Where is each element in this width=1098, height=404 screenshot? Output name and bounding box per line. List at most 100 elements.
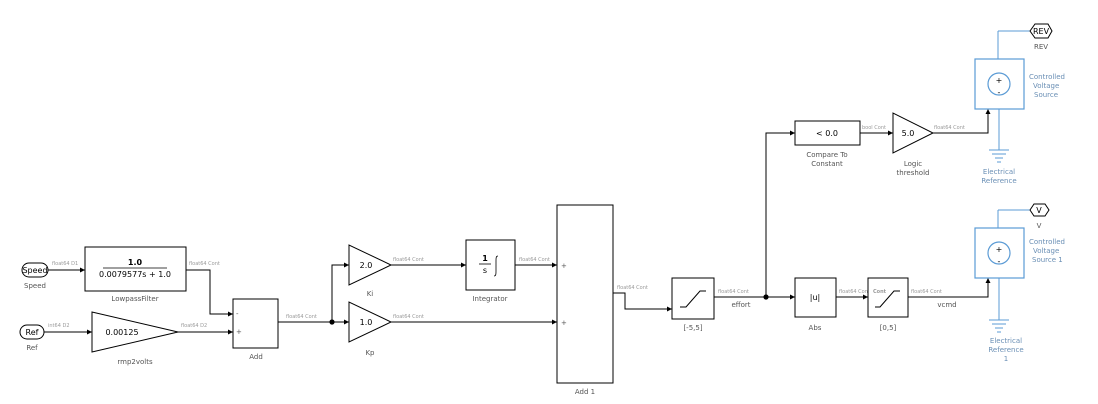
block-gain-rmp2volts[interactable]: 0.00125 rmp2volts	[91, 311, 179, 366]
outport-rev-text: REV	[1033, 27, 1050, 36]
integrator-denominator: s	[483, 266, 487, 275]
junction-dot-add	[329, 319, 335, 325]
ground-1-icon	[989, 149, 1009, 163]
outport-v[interactable]: V V	[1029, 203, 1050, 230]
signal-name-vcmd: vcmd	[937, 301, 956, 309]
wire-add1-sat1[interactable]	[613, 292, 672, 310]
block-electrical-reference-1[interactable]: Electrical Reference 1	[988, 319, 1024, 363]
abs-value: |u|	[810, 293, 820, 302]
junction-dot-effort	[763, 294, 769, 300]
cvs2-wire-top	[997, 209, 1030, 228]
lowpass-denominator: 0.0079577s + 1.0	[99, 270, 171, 279]
saturation-1-label: [-5,5]	[683, 324, 702, 332]
block-logic-threshold[interactable]: 5.0 Logic threshold	[892, 112, 935, 177]
integrator-numerator: 1	[482, 254, 488, 263]
block-integrator[interactable]: 1 s Integrator	[465, 239, 516, 303]
block-controlled-voltage-source-1[interactable]: + - Controlled Voltage Source 1	[974, 209, 1065, 320]
signal-label-speed: float64 D1	[52, 261, 78, 267]
signal-label-lowpass: float64 Cont	[189, 261, 220, 267]
gain-rmp2volts-label: rmp2volts	[117, 358, 153, 366]
signal-label-ref: int64 D2	[48, 323, 70, 329]
signal-label-compare: bool Cont	[862, 125, 886, 131]
signal-label-integrator: float64 Cont	[519, 257, 550, 263]
wire-sat2-cvs2[interactable]	[908, 278, 989, 298]
outport-rev[interactable]: REV REV	[1029, 23, 1053, 51]
cvs1-label-line1: Controlled	[1029, 73, 1065, 81]
wire-lowpass-add[interactable]	[186, 269, 233, 315]
inport-ref-label: Ref	[26, 344, 38, 352]
block-lowpass-filter[interactable]: 1.0 0.0079577s + 1.0 LowpassFilter	[84, 246, 187, 303]
block-gain-kp[interactable]: 1.0 Kp	[348, 301, 393, 357]
cvs2-minus: -	[998, 257, 1001, 266]
saturation-2-tag: Cont	[873, 289, 887, 295]
block-controlled-voltage-source[interactable]: + - Controlled Voltage Source	[974, 30, 1065, 150]
add1-label: Add 1	[575, 388, 595, 396]
signal-name-effort: effort	[731, 301, 750, 309]
ground-2-label-line1: Electrical	[990, 337, 1022, 345]
inport-ref[interactable]: Ref Ref	[19, 324, 45, 352]
add-sign-plus: +	[236, 328, 242, 336]
signal-lines	[44, 109, 991, 335]
logic-label-line2: threshold	[897, 169, 930, 177]
block-add[interactable]: - + Add	[232, 298, 279, 361]
logic-label-line1: Logic	[904, 160, 922, 168]
outport-rev-label: REV	[1034, 43, 1048, 51]
wire-junction-ki[interactable]	[331, 264, 349, 322]
cvs1-label-line3: Source	[1034, 91, 1058, 99]
saturation-2-label: [0,5]	[880, 324, 897, 332]
ground-1-label-line2: Reference	[981, 177, 1016, 185]
signal-label-sat1: float64 Cont	[718, 289, 749, 295]
cvs2-plus: +	[996, 245, 1003, 254]
add-label: Add	[249, 353, 263, 361]
lowpass-numerator: 1.0	[128, 258, 143, 267]
compare-label-line1: Compare To	[806, 151, 847, 159]
signal-label-kp: float64 Cont	[393, 314, 424, 320]
outport-v-label: V	[1037, 222, 1042, 230]
cvs1-wire-top	[997, 30, 1030, 59]
inport-speed-text: Speed	[22, 266, 47, 275]
cvs1-minus: -	[998, 88, 1001, 97]
signal-label-sat2: float64 Cont	[911, 289, 942, 295]
inport-speed[interactable]: Speed Speed	[21, 262, 49, 290]
lowpass-label: LowpassFilter	[111, 295, 158, 303]
saturation-2-icon	[875, 290, 900, 308]
saturation-1-icon	[680, 290, 706, 308]
abs-label: Abs	[809, 324, 822, 332]
ground-2-icon	[989, 319, 1009, 333]
gain-ki-value: 2.0	[360, 261, 373, 270]
signal-label-add1: float64 Cont	[617, 285, 648, 291]
ground-1-label-line1: Electrical	[983, 168, 1015, 176]
block-gain-ki[interactable]: 2.0 Ki	[348, 244, 393, 298]
cvs1-label-line2: Voltage	[1033, 82, 1059, 90]
logic-value: 5.0	[902, 129, 915, 138]
compare-value: < 0.0	[816, 129, 838, 138]
block-electrical-reference[interactable]: Electrical Reference	[981, 149, 1017, 185]
wire-effort-compare[interactable]	[765, 132, 795, 297]
cvs2-label-line1: Controlled	[1029, 238, 1065, 246]
block-saturation-1[interactable]: [-5,5]	[671, 277, 715, 332]
wire-logic-cvs1[interactable]	[933, 109, 989, 134]
outport-v-text: V	[1036, 206, 1042, 215]
block-abs[interactable]: |u| Abs	[794, 277, 837, 332]
gain-rmp2volts-value: 0.00125	[105, 328, 138, 337]
add1-sign-b: +	[561, 319, 567, 327]
integrator-label: Integrator	[472, 295, 507, 303]
block-saturation-2[interactable]: Cont [0,5]	[867, 277, 909, 332]
inport-ref-text: Ref	[26, 328, 39, 337]
gain-kp-label: Kp	[365, 349, 375, 357]
block-compare-to-constant[interactable]: < 0.0 Compare To Constant	[794, 120, 861, 168]
cvs1-plus: +	[996, 76, 1003, 85]
block-add1[interactable]: + + Add 1	[556, 204, 614, 396]
ground-2-label-line2: Reference	[988, 346, 1023, 354]
add-sign-minus: -	[236, 310, 239, 318]
signal-label-add: float64 Cont	[286, 314, 317, 320]
cvs2-label-line2: Voltage	[1033, 247, 1059, 255]
signal-label-gain: float64 D2	[181, 323, 207, 329]
signal-label-abs: float64 Cont	[839, 289, 870, 295]
gain-ki-label: Ki	[367, 290, 374, 298]
inport-speed-label: Speed	[24, 282, 46, 290]
signal-label-ki: float64 Cont	[393, 257, 424, 263]
compare-label-line2: Constant	[811, 160, 843, 168]
gain-kp-value: 1.0	[360, 318, 373, 327]
